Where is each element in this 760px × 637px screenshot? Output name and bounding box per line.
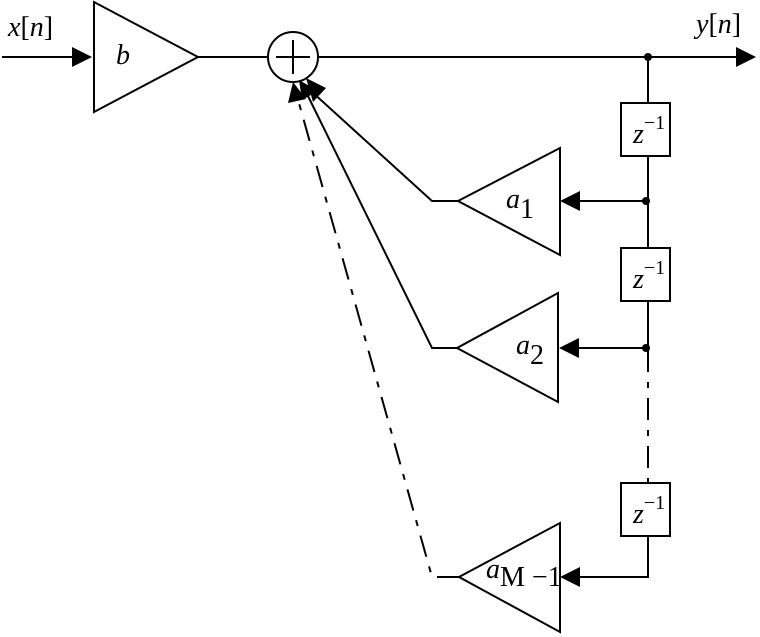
coef-a1-triangle <box>455 146 561 257</box>
feedback-arrowhead-m <box>288 82 306 103</box>
coef-a1-label: a1 <box>506 184 534 225</box>
tap-arrowhead-m <box>560 567 580 587</box>
chain-line-last <box>578 536 649 578</box>
input-arrowhead <box>72 47 92 67</box>
summing-junction <box>267 31 319 83</box>
tap-arrowhead-1 <box>560 191 580 211</box>
coef-am-triangle <box>456 521 561 634</box>
output-label: y[n] <box>693 9 741 40</box>
feedback-line-1 <box>310 90 458 202</box>
coef-a2-label: a2 <box>516 330 544 371</box>
delay-box-3 <box>620 482 671 537</box>
input-label: x[n] <box>7 12 53 43</box>
delay-label-3: z−1 <box>632 492 665 530</box>
delay-box-1 <box>620 102 671 157</box>
gain-b-label: b <box>116 40 130 71</box>
coef-a2-triangle <box>454 291 559 404</box>
feedback-line-2 <box>306 93 457 349</box>
delay-label-1: z−1 <box>632 112 665 150</box>
feedback-line-m <box>296 95 459 578</box>
output-signal <box>318 47 756 67</box>
gain-b-triangle <box>93 0 201 114</box>
delay-box-2 <box>620 247 671 302</box>
tap-arrowhead-2 <box>559 338 579 358</box>
feedback-arrowhead-2 <box>299 80 318 100</box>
input-signal <box>2 47 92 67</box>
delay-label-2: z−1 <box>632 257 665 295</box>
output-arrowhead <box>736 47 756 67</box>
coef-am-label: aM −1 <box>486 554 562 593</box>
